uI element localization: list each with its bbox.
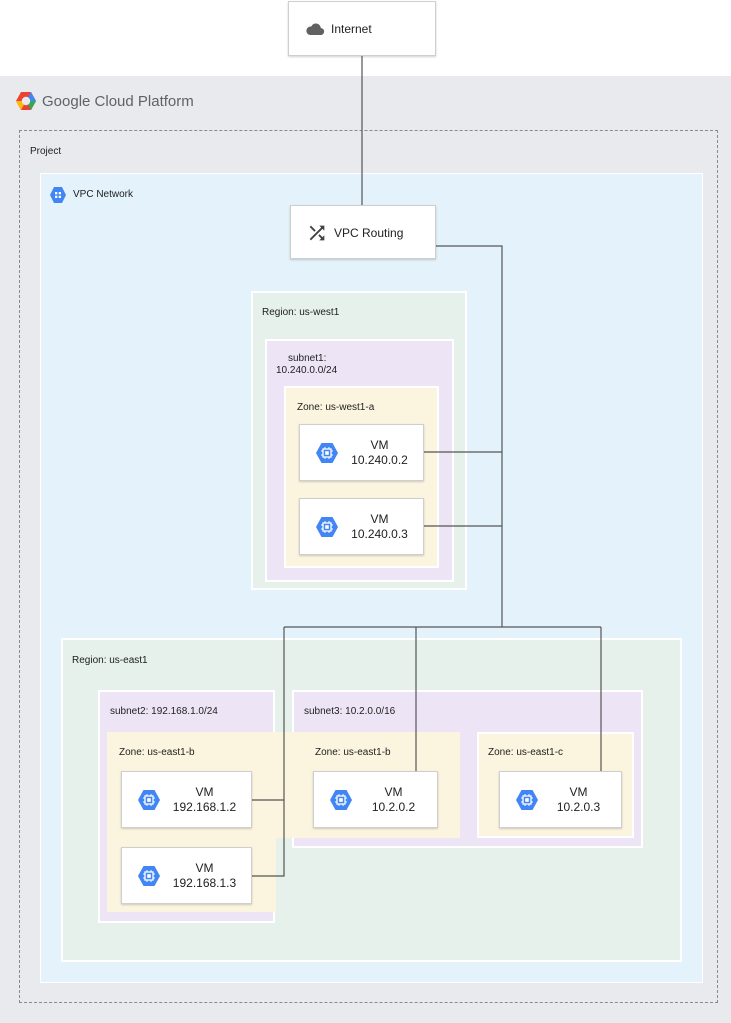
shuffle-routing-icon xyxy=(306,222,328,244)
zone-west-a-label: Zone: us-west1-a xyxy=(297,402,375,413)
zone-east-b1-label: Zone: us-east1-b xyxy=(119,747,195,758)
vpc-network-icon xyxy=(49,186,67,204)
vm-name: VM xyxy=(370,511,389,526)
vm-ip: 10.2.0.2 xyxy=(371,799,416,814)
subnet3-label: subnet3: 10.2.0.0/16 xyxy=(304,706,396,717)
compute-engine-icon xyxy=(315,441,339,465)
vm-ip: 192.168.1.3 xyxy=(172,875,237,890)
compute-engine-icon xyxy=(137,864,161,888)
routing-trunk-line xyxy=(436,245,503,627)
subnet1-label-line2: 10.240.0.0/24 xyxy=(276,365,338,376)
vm-ip: 10.240.0.2 xyxy=(351,452,408,467)
compute-engine-icon xyxy=(315,515,339,539)
project-label: Project xyxy=(30,146,62,157)
gcp-platform-title: Google Cloud Platform xyxy=(42,93,194,110)
cloud-icon xyxy=(305,22,325,36)
vm-name: VM xyxy=(195,860,214,875)
zone-east-c-label: Zone: us-east1-c xyxy=(488,747,564,758)
vm-ip: 10.2.0.3 xyxy=(556,799,601,814)
vpc-network-label: VPC Network xyxy=(73,189,134,200)
internet-node[interactable]: Internet xyxy=(288,1,436,56)
vm-name: VM xyxy=(370,437,389,452)
zone-east-b2-label: Zone: us-east1-b xyxy=(315,747,391,758)
project-container xyxy=(19,130,718,1003)
compute-engine-icon xyxy=(329,788,353,812)
vm-192-168-1-3-link xyxy=(252,627,285,877)
vm-name: VM xyxy=(569,784,588,799)
subnet2-label: subnet2: 192.168.1.0/24 xyxy=(110,706,218,717)
compute-engine-icon xyxy=(515,788,539,812)
vm-name: VM xyxy=(195,784,214,799)
gcp-logo-icon xyxy=(15,91,37,111)
compute-engine-icon xyxy=(137,788,161,812)
vpc-routing-label: VPC Routing xyxy=(334,226,404,240)
vm-ip: 192.168.1.2 xyxy=(172,799,237,814)
region-east-label: Region: us-east1 xyxy=(72,655,148,666)
vm-name: VM xyxy=(384,784,403,799)
region-west-label: Region: us-west1 xyxy=(262,307,340,318)
internet-label: Internet xyxy=(331,22,372,36)
vpc-routing-node[interactable]: VPC Routing xyxy=(290,205,436,259)
subnet1-label-line1: subnet1: xyxy=(288,353,327,364)
vm-ip: 10.240.0.3 xyxy=(351,526,408,541)
